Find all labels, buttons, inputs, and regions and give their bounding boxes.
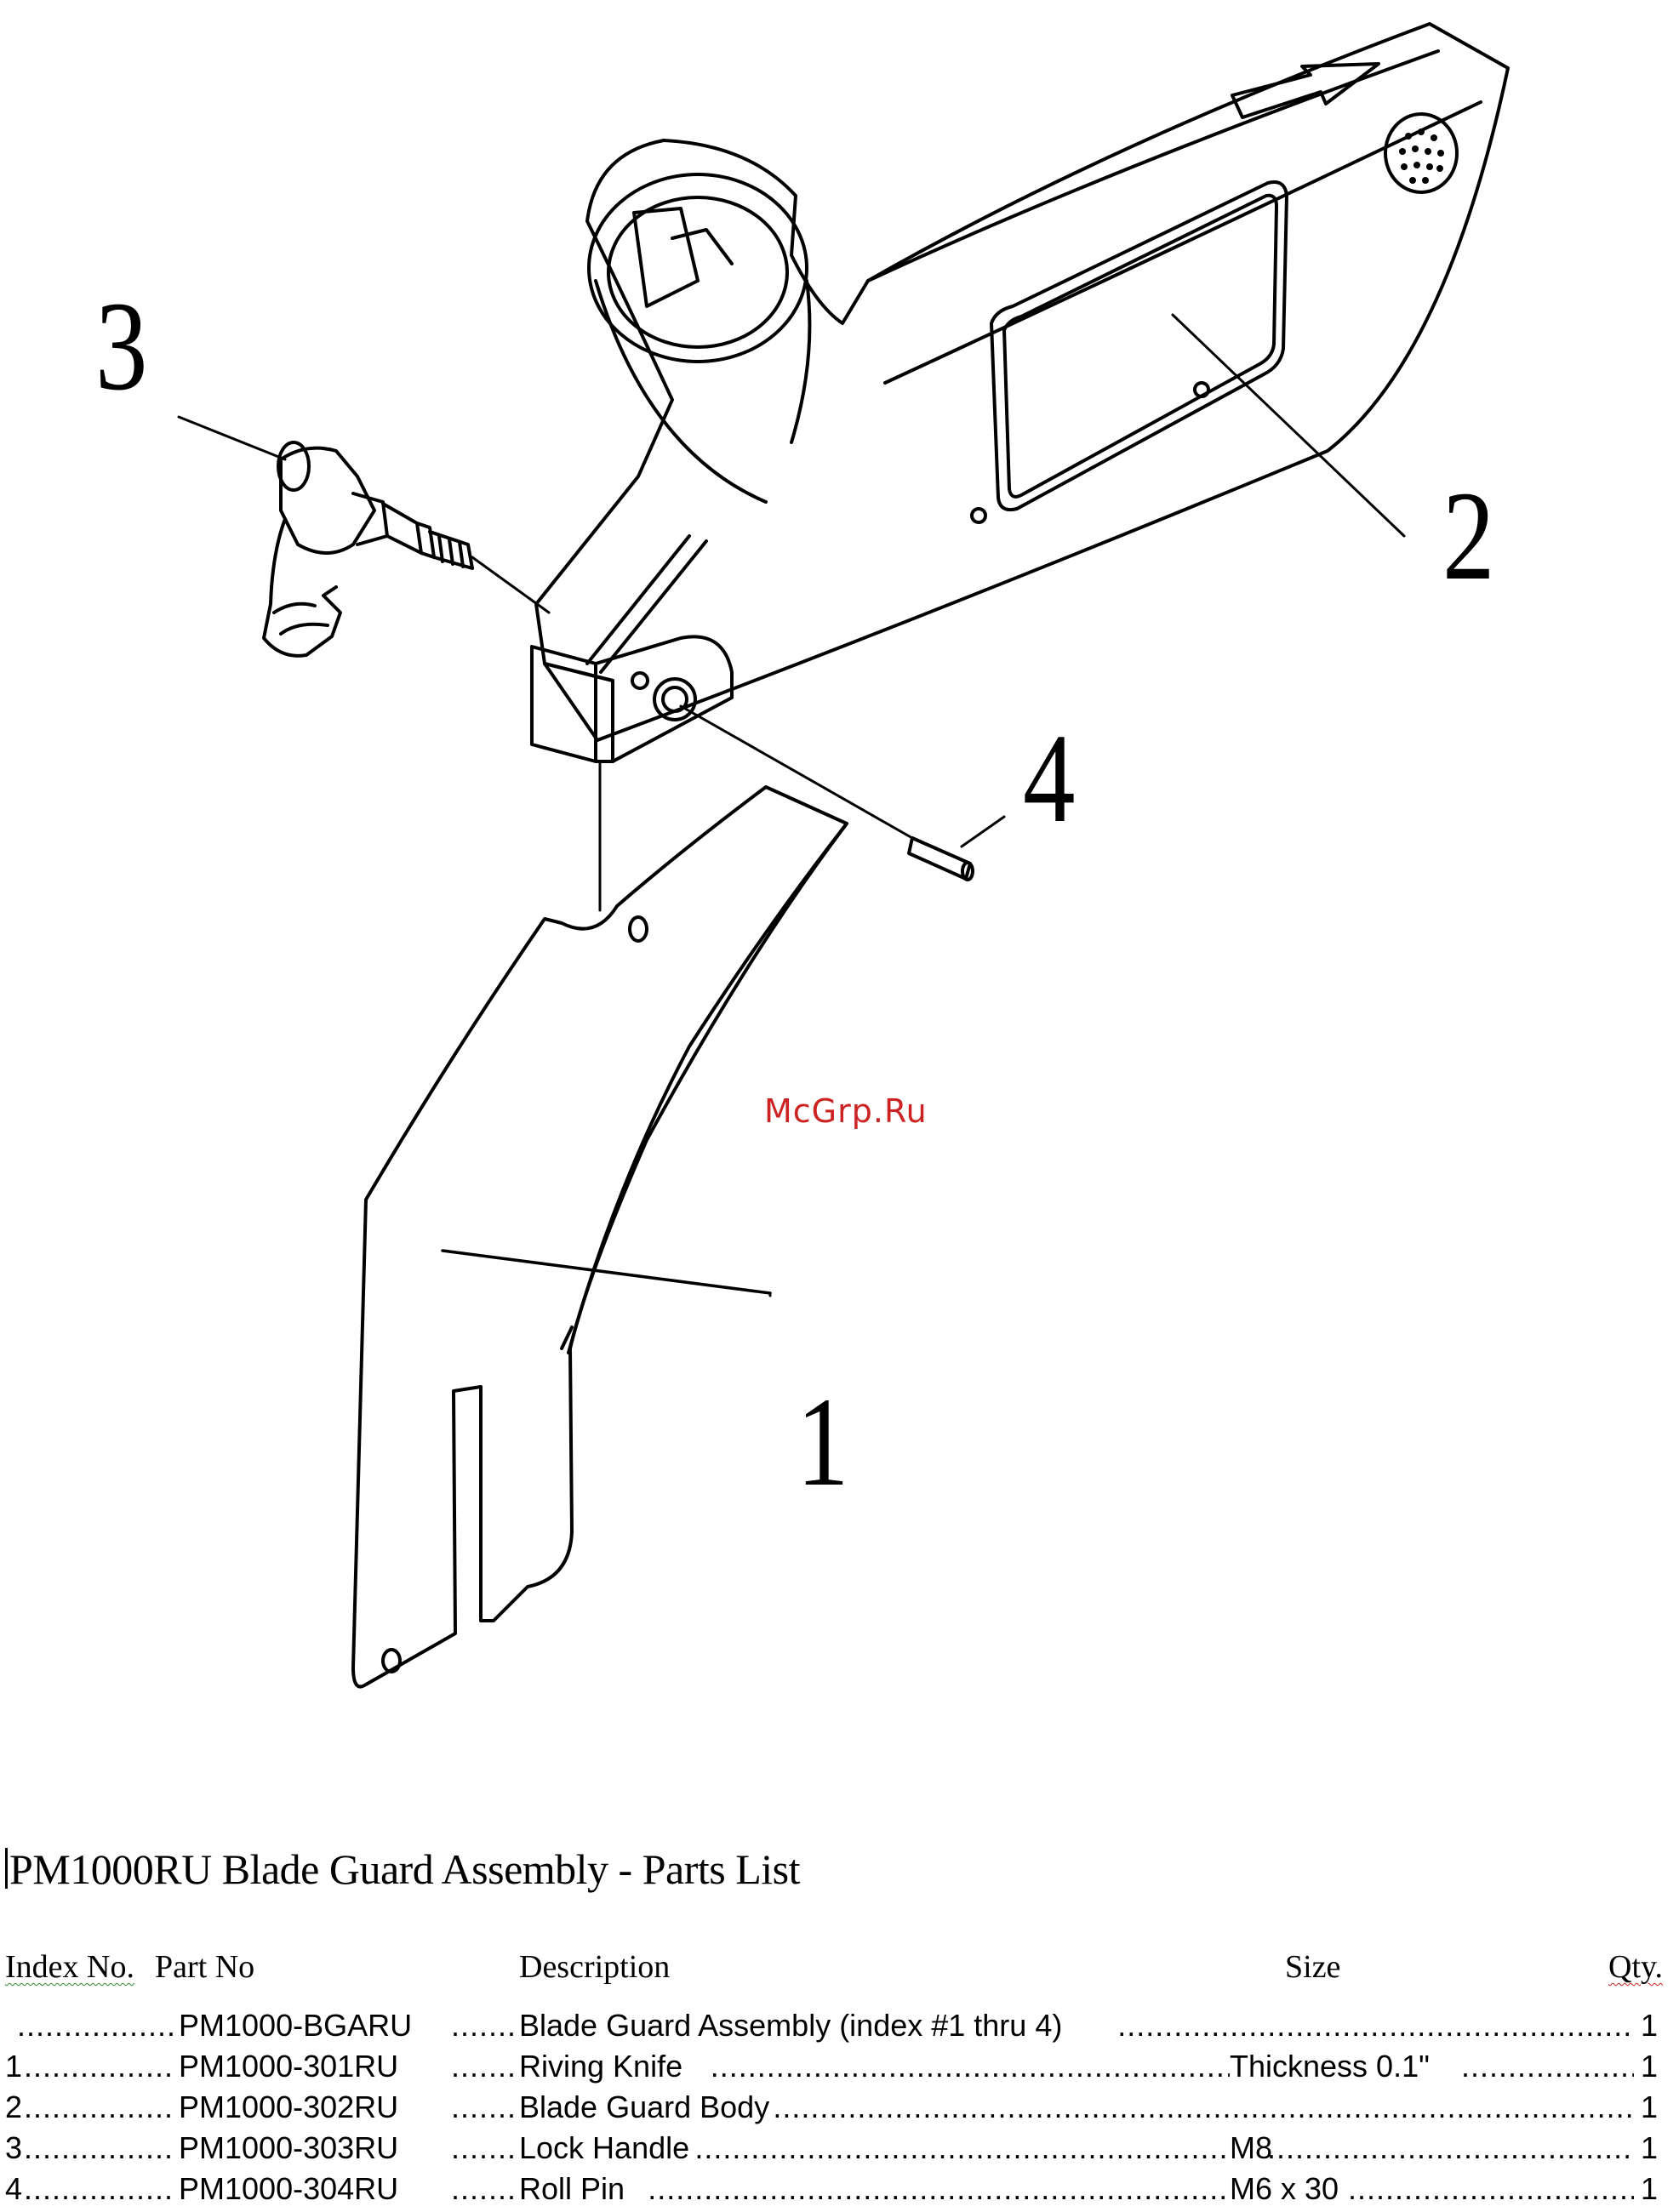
watermark: McGrp.Ru: [764, 1092, 928, 1130]
row-description: Lock Handle: [519, 2130, 690, 2165]
blade-guard-body: [530, 22, 1510, 763]
dot-leader: ........................................…: [24, 2089, 175, 2124]
row-part-no: PM1000-302RU: [179, 2089, 399, 2124]
dot-leader: ........................................…: [1267, 2130, 1634, 2165]
parts-list-title: PM1000RU Blade Guard Assembly - Parts Li…: [5, 1844, 800, 1894]
riving-knife: [351, 785, 848, 1689]
row-index: 1: [5, 2049, 23, 2084]
row-index: 2: [5, 2089, 23, 2124]
row-part-no: PM1000-BGARU: [179, 2008, 413, 2043]
row-description: Riving Knife: [519, 2049, 683, 2084]
leader-lines: [177, 313, 1406, 1297]
exploded-view-diagram: [177, 22, 1510, 1689]
parts-row: ........................................…: [0, 2008, 1679, 2049]
callout-3: 3: [95, 276, 148, 417]
row-description: Roll Pin: [519, 2171, 625, 2206]
row-size: Thickness 0.1": [1230, 2049, 1430, 2084]
header-index-no: Index No.: [5, 1949, 134, 1985]
callout-4: 4: [1023, 708, 1076, 849]
parts-row: 3.......................................…: [0, 2130, 1679, 2171]
parts-list-title-text: PM1000RU Blade Guard Assembly - Parts Li…: [9, 1845, 800, 1893]
row-qty: 1: [1641, 2008, 1659, 2043]
roll-pin: [907, 836, 974, 881]
dot-leader: ........................................…: [1461, 2049, 1634, 2084]
header-description: Description: [519, 1949, 671, 1985]
row-qty: 1: [1641, 2089, 1659, 2124]
parts-row: 1.......................................…: [0, 2049, 1679, 2089]
row-part-no: PM1000-301RU: [179, 2049, 399, 2084]
dot-leader: ........................................…: [24, 2049, 175, 2084]
dot-leader: ........................................…: [451, 2049, 514, 2084]
dot-leader: ........................................…: [17, 2008, 175, 2043]
text-cursor: [5, 1848, 8, 1889]
row-part-no: PM1000-304RU: [179, 2171, 399, 2206]
dot-leader: ........................................…: [710, 2049, 1230, 2084]
dot-leader: ........................................…: [24, 2130, 175, 2165]
header-size: Size: [1285, 1949, 1341, 1985]
lock-handle: [262, 441, 474, 658]
row-index: 4: [5, 2171, 23, 2206]
callout-1: 1: [797, 1371, 849, 1513]
row-qty: 1: [1641, 2171, 1659, 2206]
dot-leader: ........................................…: [451, 2089, 514, 2124]
dot-leader: ........................................…: [773, 2089, 1634, 2124]
row-part-no: PM1000-303RU: [179, 2130, 399, 2165]
header-part-no: Part No: [155, 1949, 255, 1985]
header-qty: Qty.: [1608, 1949, 1664, 1985]
dot-leader: ........................................…: [451, 2008, 514, 2043]
dot-leader: ........................................…: [1348, 2171, 1634, 2206]
row-description: Blade Guard Assembly (index #1 thru 4): [519, 2008, 1063, 2043]
row-qty: 1: [1641, 2049, 1659, 2084]
dot-leader: ........................................…: [1117, 2008, 1634, 2043]
dot-leader: ........................................…: [451, 2130, 514, 2165]
row-index: 3: [5, 2130, 23, 2165]
parts-row: 2.......................................…: [0, 2089, 1679, 2130]
dot-leader: ........................................…: [694, 2130, 1230, 2165]
parts-row: 4.......................................…: [0, 2171, 1679, 2212]
callout-2: 2: [1442, 465, 1495, 607]
dot-leader: ........................................…: [24, 2171, 175, 2206]
row-description: Blade Guard Body: [519, 2089, 770, 2124]
row-qty: 1: [1641, 2130, 1659, 2165]
dot-leader: ........................................…: [648, 2171, 1230, 2206]
dot-leader: ........................................…: [451, 2171, 514, 2206]
row-size: M8: [1230, 2130, 1273, 2165]
row-size: M6 x 30: [1230, 2171, 1339, 2206]
